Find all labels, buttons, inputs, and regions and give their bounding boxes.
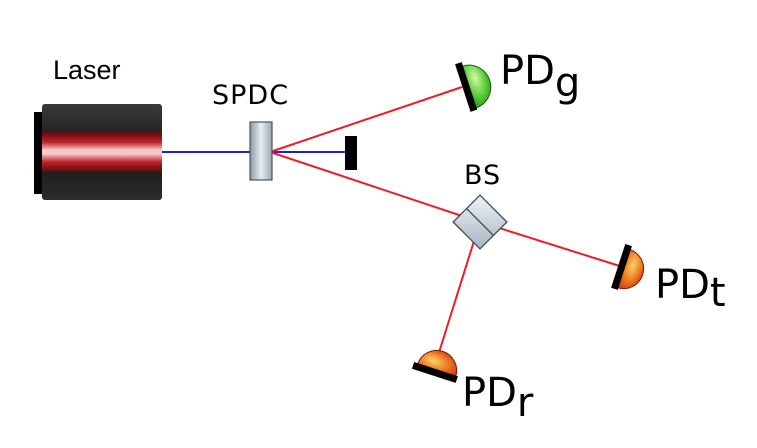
pd-g-label-main: PD (500, 48, 555, 94)
detector-pd-t (611, 243, 645, 290)
pd-g-label: PDg (500, 48, 580, 106)
pd-r-label: PDr (462, 370, 534, 426)
signal-beam-to-pd-g (269, 86, 463, 153)
laser-label: Laser (53, 55, 121, 85)
idler-beam-to-bs (269, 151, 481, 223)
detector-pd-r (411, 349, 458, 383)
spdc-label: SPDC (212, 80, 289, 111)
reflected-beam-to-pd-r (435, 221, 481, 363)
pd-g-label-sub: g (555, 60, 580, 106)
laser (34, 104, 162, 200)
beam-splitter (452, 194, 508, 250)
pd-t-label-sub: t (710, 270, 726, 316)
bs-label: BS (464, 160, 501, 191)
detector-pd-g (455, 62, 492, 112)
pd-r-label-main: PD (462, 370, 517, 416)
beam-block (345, 136, 357, 170)
spdc-crystal (249, 121, 273, 181)
pd-r-label-sub: r (517, 380, 534, 426)
pd-t-label-main: PD (655, 262, 710, 308)
pd-t-label: PDt (655, 262, 726, 316)
transmitted-beam-to-pd-t (479, 221, 627, 269)
